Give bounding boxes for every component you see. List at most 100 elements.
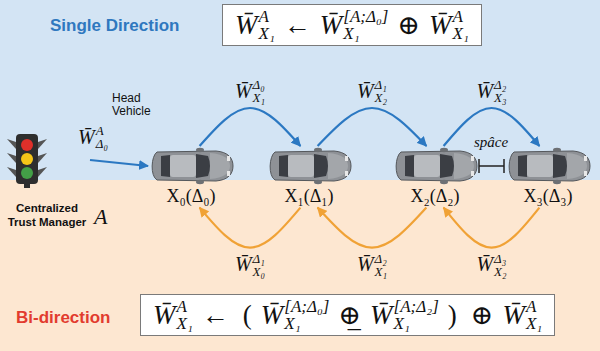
math-base: W̄ — [357, 80, 374, 103]
edge-label: W̄ Δ₁ X₂ — [355, 78, 389, 104]
vehicle-heading: Head Vehicle — [112, 92, 160, 118]
math-operator: ← — [284, 10, 311, 41]
math-scripts: Δ₀ X₁ — [253, 78, 265, 104]
math-base: W̄ — [502, 300, 525, 331]
math-base: W̄ — [261, 300, 284, 331]
math-scripts: A X₁ — [177, 298, 193, 332]
math-subscript: X₁ — [375, 265, 387, 278]
math-subscript: X₁ — [284, 315, 329, 332]
edge-label: W̄ Δ₂ X₃ — [474, 78, 508, 104]
math-operator: ⊕̲ — [338, 299, 361, 331]
math-operator: ⊕ — [397, 9, 420, 41]
band-title: Single Direction — [50, 16, 179, 36]
math-superscript: [A;Δ₂] — [394, 298, 439, 315]
math-subscript: X₁ — [177, 315, 193, 332]
math-superscript: Δ₁ — [253, 252, 265, 265]
math-subscript: Δ₀ — [96, 137, 108, 150]
math-subscript: X₁ — [526, 315, 542, 332]
math-subscript: X₁ — [343, 25, 388, 42]
math-superscript: A — [259, 8, 275, 25]
math-scripts: Δ₂ X₃ — [494, 78, 506, 104]
edge-label-patch: W̄ Δ₁ X₀ — [231, 252, 269, 278]
math-group: W̄ Δ₁ X₀ — [235, 252, 265, 278]
math-group: W̄ [A;Δ₂] X₁ — [370, 298, 439, 332]
edge-label: W̄ Δ₃ X₂ — [474, 252, 508, 278]
math-operator: ) — [448, 300, 457, 331]
edge-label: W̄ Δ₀ X₁ — [233, 78, 267, 104]
math-base: W̄ — [476, 253, 493, 276]
edge-label: W̄ Δ₂ X₁ — [355, 252, 389, 278]
vehicle-label: X₁(Δ₁) — [266, 186, 352, 208]
math-superscript: [A;Δ₀] — [284, 298, 329, 315]
math-superscript: A — [96, 124, 108, 137]
math-scripts: A Δ₀ — [96, 124, 108, 150]
math-base: W̄ — [235, 10, 258, 41]
math-superscript: Δ₁ — [375, 78, 387, 91]
car-icon — [148, 146, 234, 186]
vehicle: X₃(Δ₃) — [505, 146, 591, 208]
math-group: W̄ [A;Δ₀] X₁ — [261, 298, 330, 332]
formula-box: W̄ A X₁ ← W̄ [A;Δ₀] X₁ ⊕ W̄ A X₁ — [222, 4, 482, 46]
manager-symbol: A — [94, 204, 107, 230]
math-operator: ⊕ — [471, 299, 494, 331]
car-icon — [505, 146, 591, 186]
math-scripts: Δ₁ X₀ — [253, 252, 265, 278]
math-scripts: Δ₁ X₂ — [375, 78, 387, 104]
math-base: W̄ — [476, 80, 493, 103]
manager-caption: Centralized Trust Manager — [4, 202, 90, 230]
math-superscript: Δ₀ — [253, 78, 265, 91]
math-group: W̄ Δ₂ X₁ — [357, 252, 387, 278]
vehicle: X₁(Δ₁) — [266, 146, 352, 208]
math-subscript: X₁ — [453, 25, 469, 42]
math-group: W̄ A X₁ — [429, 8, 469, 42]
edge-label-patch: W̄ Δ₂ X₁ — [353, 252, 391, 278]
car-icon — [392, 146, 478, 186]
math-superscript: Δ₂ — [494, 78, 506, 91]
vehicle-label: X₀(Δ₀) — [148, 186, 234, 208]
math-superscript: Δ₃ — [494, 252, 506, 265]
math-subscript: X₀ — [253, 265, 265, 278]
math-base: W̄ — [370, 300, 393, 331]
math-group: W̄ A Δ₀ — [78, 124, 108, 150]
math-group: W̄ Δ₂ X₃ — [476, 78, 506, 104]
math-subscript: X₁ — [253, 91, 265, 104]
edge-label-patch: W̄ A Δ₀ — [74, 124, 112, 150]
math-base: W̄ — [357, 253, 374, 276]
math-operator: ← — [202, 300, 229, 331]
math-base: W̄ — [153, 300, 176, 331]
math-scripts: [A;Δ₂] X₁ — [394, 298, 439, 332]
edge-label-patch: W̄ Δ₀ X₁ — [231, 78, 269, 104]
math-group: W̄ A X₁ — [235, 8, 275, 42]
vehicle: Head VehicleX₀(Δ₀) — [148, 146, 234, 208]
math-scripts: [A;Δ₀] X₁ — [343, 8, 388, 42]
edge-label-patch: W̄ Δ₁ X₂ — [353, 78, 391, 104]
traffic-light-icon — [4, 132, 50, 188]
formula-text: W̄ A X₁ ← W̄ [A;Δ₀] X₁ ⊕ W̄ A X₁ — [233, 8, 471, 42]
math-base: W̄ — [235, 253, 252, 276]
math-superscript: A — [453, 8, 469, 25]
math-base: W̄ — [235, 80, 252, 103]
gap-label: spâce — [474, 134, 508, 151]
math-superscript: Δ₂ — [375, 252, 387, 265]
math-scripts: A X₁ — [453, 8, 469, 42]
math-group: W̄ Δ₃ X₂ — [476, 252, 506, 278]
math-scripts: [A;Δ₀] X₁ — [284, 298, 329, 332]
math-base: W̄ — [320, 10, 343, 41]
math-group: W̄ A X₁ — [153, 298, 193, 332]
vehicle: X₂(Δ₂) — [392, 146, 478, 208]
math-subscript: X₃ — [494, 91, 506, 104]
math-base: W̄ — [429, 10, 452, 41]
edge-label: W̄ A Δ₀ — [76, 124, 110, 150]
math-scripts: Δ₃ X₂ — [494, 252, 506, 278]
edge-label-patch: W̄ Δ₃ X₂ — [472, 252, 510, 278]
math-scripts: A X₁ — [259, 8, 275, 42]
car-icon — [266, 146, 352, 186]
math-subscript: X₁ — [394, 315, 439, 332]
math-group: W̄ Δ₀ X₁ — [235, 78, 265, 104]
math-group: W̄ [A;Δ₀] X₁ — [320, 8, 389, 42]
edge-label-patch: W̄ Δ₂ X₃ — [472, 78, 510, 104]
math-subscript: X₂ — [375, 91, 387, 104]
math-scripts: Δ₂ X₁ — [375, 252, 387, 278]
math-subscript: X₁ — [259, 25, 275, 42]
math-superscript: A — [177, 298, 193, 315]
